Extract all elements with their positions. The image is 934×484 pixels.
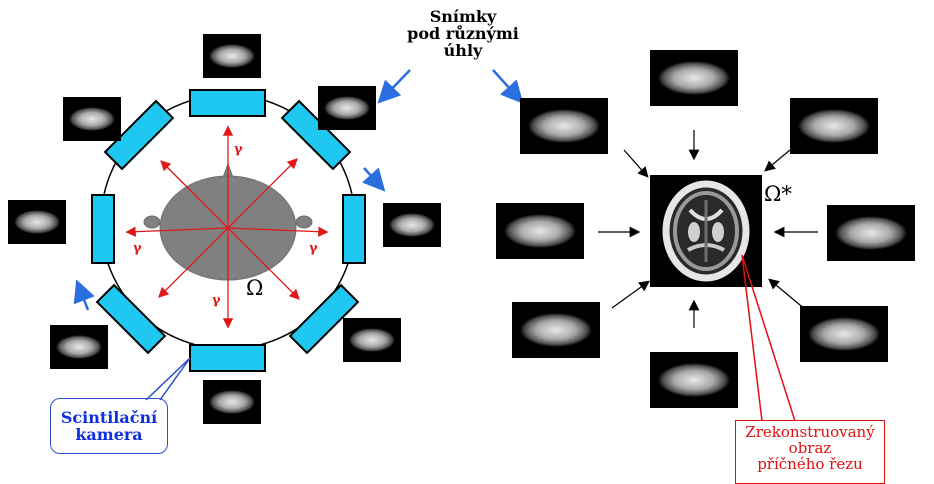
projections-title-line: Snímky	[429, 7, 497, 26]
left-projection-images	[8, 34, 441, 424]
camera-callout-line: Scintilační	[60, 408, 158, 427]
projections-title-line: úhly	[443, 41, 483, 60]
projection-image	[50, 325, 108, 369]
projections-title-line: pod různými	[407, 24, 519, 43]
projection-image	[343, 318, 401, 362]
reconstruction-callout-line: obraz	[788, 439, 832, 457]
reconstructed-slice-image	[650, 175, 762, 287]
convergence-arrows	[598, 130, 818, 328]
gamma-label: γ	[309, 241, 318, 256]
detector-bottom	[189, 344, 266, 372]
detector-bottom-left	[95, 283, 167, 355]
omega-label: Ω	[246, 276, 264, 300]
detector-top	[189, 89, 266, 117]
projection-image	[8, 200, 66, 244]
detector-bottom-right	[288, 283, 360, 355]
projection-image	[512, 302, 600, 358]
pointer-arrow-right	[492, 69, 524, 104]
rotation-arrow-right	[361, 167, 386, 192]
detector-top-left	[103, 99, 175, 171]
projection-image	[650, 352, 738, 408]
detector-left	[91, 194, 115, 264]
gamma-labels: γ γ γ γ	[133, 142, 318, 308]
projection-image	[203, 34, 261, 78]
reconstruction-callout-line: příčného řezu	[757, 455, 863, 473]
camera-callout-pointer	[145, 357, 191, 401]
camera-callout: Scintilační kamera	[50, 398, 168, 454]
projections-title: Snímky pod různými úhly	[378, 8, 548, 59]
projection-image	[203, 380, 261, 424]
gamma-label: γ	[234, 142, 243, 157]
projection-image	[800, 306, 888, 362]
projection-image	[827, 205, 915, 261]
pointer-arrow-left	[377, 69, 411, 104]
projection-image	[790, 98, 878, 154]
detector-right	[342, 194, 366, 264]
gamma-rays	[125, 125, 329, 329]
right-projection-images	[496, 50, 915, 408]
camera-callout-line: kamera	[75, 425, 143, 444]
rotation-arrow-left	[73, 279, 95, 311]
omega-star-label: Ω*	[764, 182, 792, 206]
reconstruction-callout-line: Zrekonstruovaný	[745, 423, 875, 441]
projection-image	[496, 203, 584, 259]
projection-image	[520, 98, 608, 154]
projection-image	[650, 50, 738, 106]
detector-heads	[91, 89, 366, 372]
reconstruction-callout: Zrekonstruovaný obraz příčného řezu	[735, 420, 885, 484]
gamma-label: γ	[133, 241, 142, 256]
blue-arrows	[73, 69, 524, 311]
projection-image	[383, 203, 441, 247]
gamma-label: γ	[212, 293, 221, 308]
projection-image	[63, 97, 121, 141]
projection-image	[318, 86, 376, 130]
reconstruction-callout-pointer	[741, 254, 796, 422]
